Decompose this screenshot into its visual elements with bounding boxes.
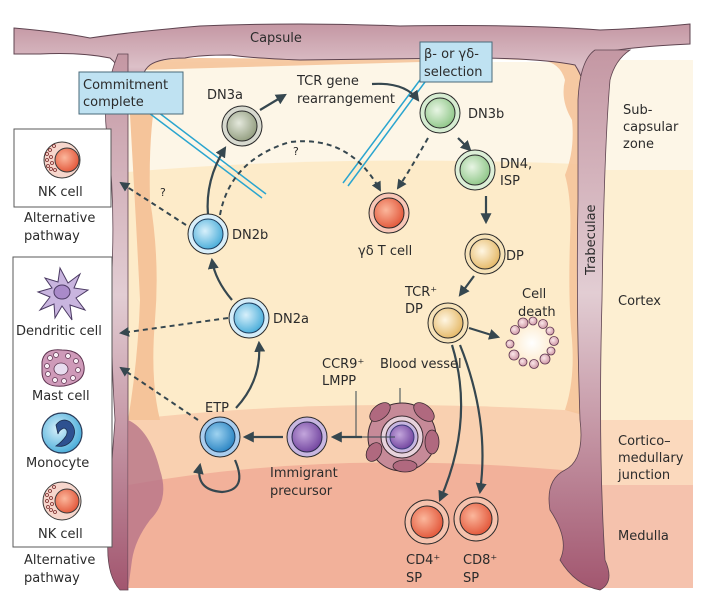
- cell-death-label-1: Cell: [522, 287, 546, 302]
- dashed-dn2a-to-dendritic: [119, 317, 229, 337]
- question-mark-nk: ?: [160, 186, 166, 199]
- alt-bottom-nk-label: NK cell: [38, 527, 83, 542]
- trabeculae-label: Trabeculae: [584, 204, 599, 276]
- tcr-dp-cell: [427, 302, 469, 344]
- truncated-caption: [14, 597, 694, 602]
- dn3a-cell: [221, 105, 263, 147]
- gd-t-cell-label: γδ T cell: [358, 244, 412, 259]
- arrow-dn2b-to-dn3a: [206, 146, 227, 216]
- zone-subcapsular-line1: Sub-: [623, 103, 653, 118]
- arrow-tcrdp-to-death: [468, 326, 501, 340]
- alt-panel-bottom: Dendritic cell Mast cell Monocyte: [12, 256, 113, 548]
- right-trabecula: [548, 49, 632, 591]
- commitment-callout: Commitment complete: [78, 71, 184, 115]
- dashed-arrows: [119, 137, 429, 421]
- zone-labels: Sub- capsular zone Cortex Cortico– medul…: [617, 103, 684, 544]
- arrow-etp-self: [192, 459, 241, 494]
- cd8-sp-cell: [453, 496, 499, 542]
- zone-junction-line2: medullary: [618, 451, 684, 466]
- immigrant-precursor-cell: [286, 416, 328, 458]
- dn4-isp-cell: [454, 149, 496, 191]
- alt-bottom-caption-2: pathway: [24, 571, 80, 586]
- arrow-tcr-to-dn3b: [371, 82, 420, 102]
- immigrant-label-2: precursor: [270, 484, 333, 499]
- commitment-text-2: complete: [83, 95, 144, 110]
- cell-death-icon: [505, 316, 559, 369]
- dp-label: DP: [506, 249, 524, 264]
- cell-death-label-2: death: [518, 305, 556, 320]
- dn2b-label: DN2b: [232, 228, 268, 243]
- tcr-rearrangement-label-2: rearrangement: [297, 92, 395, 107]
- dn4-label-2: ISP: [500, 174, 520, 189]
- dn4-label-1: DN4,: [500, 157, 532, 172]
- tcr-dp-label-1: TCR⁺: [404, 285, 437, 300]
- alt-top-caption-2: pathway: [24, 229, 80, 244]
- dn3b-cell: [419, 92, 461, 134]
- zone-junction-line1: Cortico–: [618, 434, 671, 449]
- dashed-dn2b-to-gd: [219, 140, 381, 216]
- selection-callout: β- or γδ- selection: [419, 41, 493, 83]
- tcr-rearrangement-label-1: TCR gene: [296, 74, 359, 89]
- dn2a-label: DN2a: [273, 312, 309, 327]
- zone-junction-line3: junction: [617, 468, 670, 483]
- cd4-label-1: CD4⁺: [406, 553, 440, 568]
- dashed-dn3b-to-gd: [396, 137, 429, 190]
- commitment-text-1: Commitment: [83, 78, 168, 93]
- nk-cell-icon-2: [42, 481, 82, 521]
- arrow-dn3b-to-dn4: [457, 137, 472, 152]
- selection-text-2: selection: [424, 65, 482, 80]
- gd-t-cell: [368, 192, 410, 234]
- alt-panel-top: NK cell: [13, 128, 112, 208]
- capsule-label: Capsule: [250, 31, 302, 46]
- cd8-label-2: SP: [463, 571, 479, 586]
- arrow-tcrdp-to-cd8: [458, 344, 487, 495]
- question-mark-gd: ?: [293, 145, 299, 158]
- mast-cell-icon: [41, 349, 85, 387]
- dn2b-cell: [187, 213, 229, 255]
- zone-medulla: Medulla: [618, 529, 669, 544]
- cd4-sp-cell: [404, 499, 450, 545]
- dashed-etp-to-mast: [119, 366, 199, 421]
- dashed-dn2b-to-nk: [119, 181, 187, 226]
- lmpp-leader: [355, 391, 395, 438]
- arrow-dn3a-to-tcr: [259, 93, 287, 111]
- etp-label: ETP: [205, 401, 229, 416]
- cd8-label-1: CD8⁺: [463, 553, 497, 568]
- alt-top-nk-label: NK cell: [38, 185, 83, 200]
- cd4-label-2: SP: [406, 571, 422, 586]
- alt-top-caption-1: Alternative: [24, 211, 95, 226]
- etp-cell: [199, 416, 241, 458]
- zone-subcapsular-line2: capsular: [623, 120, 679, 135]
- arrow-dp-to-tcrdp: [458, 275, 475, 297]
- ccr9-label-2: LMPP: [322, 374, 356, 389]
- zone-cortex: Cortex: [618, 294, 661, 309]
- arrow-tcrdp-to-cd4: [438, 344, 463, 503]
- arrow-etp-to-dn2a: [235, 340, 266, 409]
- zone-subcapsular-line3: zone: [623, 137, 654, 152]
- commitment-line: [144, 105, 267, 199]
- nk-cell-icon: [43, 141, 81, 179]
- mast-cell-label: Mast cell: [32, 389, 90, 404]
- dn3a-label: DN3a: [207, 88, 243, 103]
- tcr-dp-label-2: DP: [405, 302, 423, 317]
- monocyte-label: Monocyte: [26, 456, 89, 471]
- selection-text-1: β- or γδ-: [424, 47, 479, 62]
- monocyte-icon: [41, 412, 83, 454]
- dp-cell: [464, 233, 506, 275]
- blood-vessel-label-1: Blood vessel: [380, 357, 462, 372]
- dn3b-label: DN3b: [468, 107, 504, 122]
- arrow-dn2a-to-dn2b: [207, 257, 233, 301]
- ccr9-label-1: CCR9⁺: [322, 357, 364, 372]
- dn2a-cell: [228, 297, 270, 339]
- alt-bottom-caption-1: Alternative: [24, 553, 95, 568]
- dendritic-cell-label: Dendritic cell: [16, 324, 102, 339]
- dendritic-cell-icon: [36, 266, 90, 321]
- immigrant-label-1: Immigrant: [270, 466, 338, 481]
